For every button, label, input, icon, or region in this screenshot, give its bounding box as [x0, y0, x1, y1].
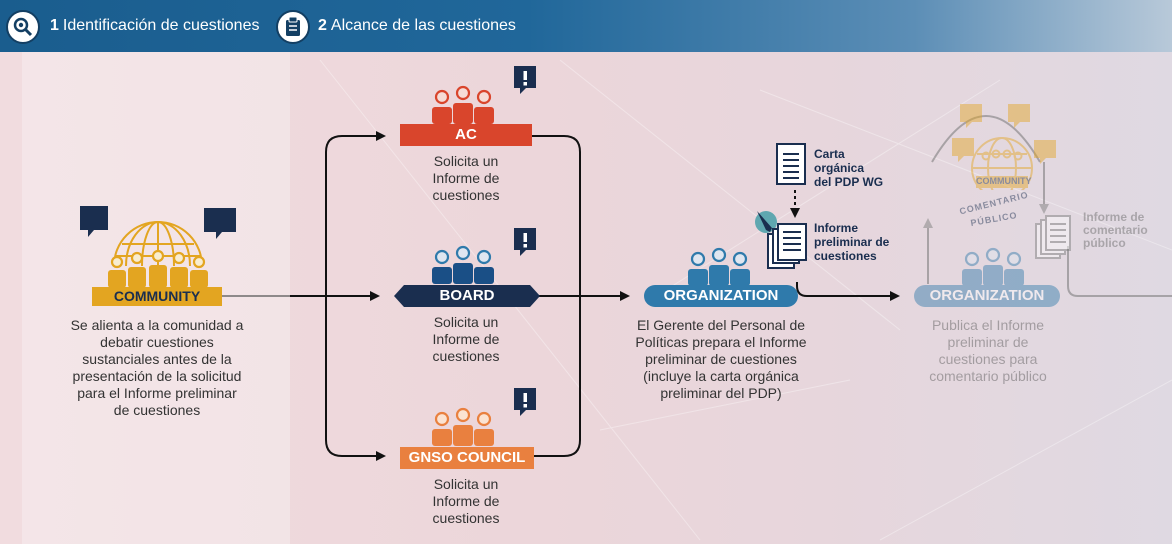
- public-comment-community-icon: [952, 104, 1056, 190]
- step1-label: Identificación de cuestiones: [62, 17, 260, 34]
- organization-people-icon: [688, 247, 750, 286]
- board-label-shape: [394, 285, 540, 307]
- charter-document-icon: [776, 143, 806, 185]
- organization2-line: preliminar de: [947, 334, 1029, 350]
- preliminary-report-label: Informe preliminar de cuestiones: [814, 221, 889, 263]
- board-line: Solicita un: [433, 314, 499, 330]
- connector-to-org2: [796, 282, 900, 301]
- community-line: presentación de la solicitud: [72, 368, 242, 384]
- public-comment-report-icon: [1035, 215, 1071, 259]
- charter-line: orgánica: [814, 161, 865, 175]
- public-comment-report-line: público: [1083, 236, 1126, 250]
- preliminary-line: preliminar de: [814, 235, 890, 249]
- community-line: debatir cuestiones: [100, 334, 214, 350]
- gnso-label: GNSO COUNCIL: [400, 447, 534, 469]
- organization-line: (incluye la carta orgánica: [643, 368, 799, 384]
- organization2-people-icon: [962, 247, 1024, 286]
- gnso-description: Solicita un Informe de cuestiones: [400, 476, 532, 527]
- gnso-line: Informe de: [432, 493, 500, 509]
- community-line: de cuestiones: [113, 402, 201, 418]
- public-comment-report-line: Informe de: [1083, 210, 1145, 224]
- organization-description: El Gerente del Personal de Políticas pre…: [608, 317, 834, 402]
- preliminary-line: Informe: [814, 221, 859, 235]
- step2-label: Alcance de las cuestiones: [330, 17, 516, 34]
- public-comment-report-label: Informe de comentario público: [1083, 211, 1148, 250]
- community-label: COMMUNITY: [92, 287, 222, 306]
- charter-line: Carta: [814, 147, 845, 161]
- organization-line: preliminar de cuestiones: [645, 351, 797, 367]
- community-globe-icon: [80, 206, 236, 288]
- board-label: BOARD: [439, 287, 495, 304]
- step2-number: 2: [318, 17, 327, 34]
- organization2-description: Publica el Informe preliminar de cuestio…: [898, 317, 1078, 385]
- organization-line: Políticas prepara el Informe: [635, 334, 807, 350]
- connector-from-ac: [532, 135, 581, 296]
- charter-label: Carta orgánica del PDP WG: [814, 147, 883, 189]
- public-comment-loop: [923, 115, 1172, 297]
- ac-description: Solicita un Informe de cuestiones: [400, 153, 532, 204]
- board-people-icon: [432, 228, 536, 284]
- ac-line: cuestiones: [432, 187, 500, 203]
- gnso-people-icon: [432, 388, 536, 446]
- ac-line: Informe de: [432, 170, 500, 186]
- speech-bubble-icon: [80, 206, 108, 237]
- gnso-line: cuestiones: [432, 510, 500, 526]
- board-line: cuestiones: [432, 348, 500, 364]
- organization-line: El Gerente del Personal de: [636, 317, 806, 333]
- clipboard-icon: [276, 10, 310, 44]
- ac-people-icon: [432, 66, 536, 124]
- organization-label: ORGANIZATION: [644, 285, 798, 307]
- board-line: Informe de: [432, 331, 500, 347]
- public-comment-report-line: comentario: [1083, 223, 1148, 237]
- community-line: sustanciales antes de la: [82, 351, 232, 367]
- preliminary-report-icon: [755, 211, 807, 269]
- organization2-line: Publica el Informe: [931, 317, 1045, 333]
- board-description: Solicita un Informe de cuestiones: [400, 314, 532, 365]
- community-line: Se alienta a la comunidad a: [70, 317, 244, 333]
- charter-line: del PDP WG: [814, 175, 884, 189]
- gnso-line: Solicita un: [433, 476, 499, 492]
- ac-label: AC: [400, 124, 532, 146]
- preliminary-line: cuestiones: [814, 249, 877, 263]
- community-line: para el Informe preliminar: [77, 385, 237, 401]
- organization-line: preliminar del PDP): [660, 385, 782, 401]
- public-comment-community-label: COMMUNITY: [976, 176, 1032, 186]
- connector-from-gnso: [534, 296, 581, 457]
- organization2-line: cuestiones para: [938, 351, 1038, 367]
- organization2-label: ORGANIZATION: [914, 285, 1060, 307]
- connector-to-ac: [325, 131, 386, 296]
- search-icon: [6, 10, 40, 44]
- ac-line: Solicita un: [433, 153, 499, 169]
- connector-to-gnso: [325, 296, 386, 461]
- organization2-line: comentario público: [929, 368, 1047, 384]
- step1-number: 1: [50, 17, 59, 34]
- community-description: Se alienta a la comunidad a debatir cues…: [52, 317, 262, 419]
